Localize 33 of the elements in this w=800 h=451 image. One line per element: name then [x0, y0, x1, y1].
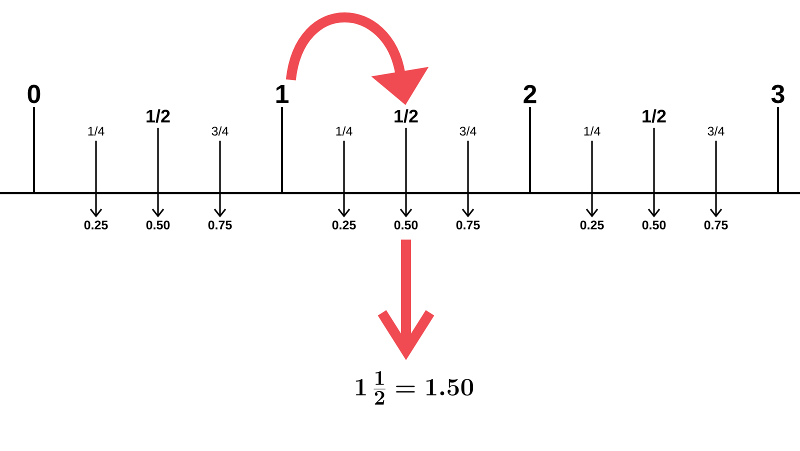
arrow: [378, 240, 434, 360]
fraction-label: 1/2: [642, 109, 666, 123]
number-label: 2: [524, 84, 536, 104]
decimal-label: 0.25: [332, 220, 356, 230]
number-label: 3: [771, 84, 784, 104]
arrow: [90, 140, 102, 218]
decimal-label: 0.50: [394, 220, 418, 230]
fraction-label: 1/4: [584, 126, 600, 136]
decimal-label: 0.75: [208, 220, 232, 230]
arrow: [648, 128, 660, 218]
fraction-label: 1/4: [336, 126, 352, 136]
arrow: [338, 140, 350, 218]
equation: $1\,\frac{1}{2} = 1.50$: [356, 371, 474, 405]
number-label: 1: [276, 85, 289, 103]
arrow: [462, 140, 474, 218]
arrow: [152, 128, 164, 218]
fraction-label: 3/4: [460, 126, 476, 136]
arrow: [214, 140, 226, 218]
decimal-label: 0.75: [704, 220, 728, 230]
arrow: [400, 128, 412, 218]
arrow: [710, 140, 722, 218]
fraction-label: 3/4: [212, 126, 228, 136]
decimal-label: 0.25: [580, 220, 604, 230]
fraction-label: 3/4: [708, 126, 724, 136]
fraction-label: 1/2: [394, 109, 418, 123]
decimal-label: 0.25: [84, 220, 108, 230]
arrow: [586, 140, 598, 218]
number-label: 0: [28, 84, 40, 104]
decimal-label: 0.50: [146, 220, 170, 230]
decimal-label: 0.75: [456, 220, 480, 230]
decimal-label: 0.50: [642, 220, 666, 230]
fraction-label: 1/2: [146, 109, 170, 123]
fraction-label: 1/4: [88, 126, 104, 136]
